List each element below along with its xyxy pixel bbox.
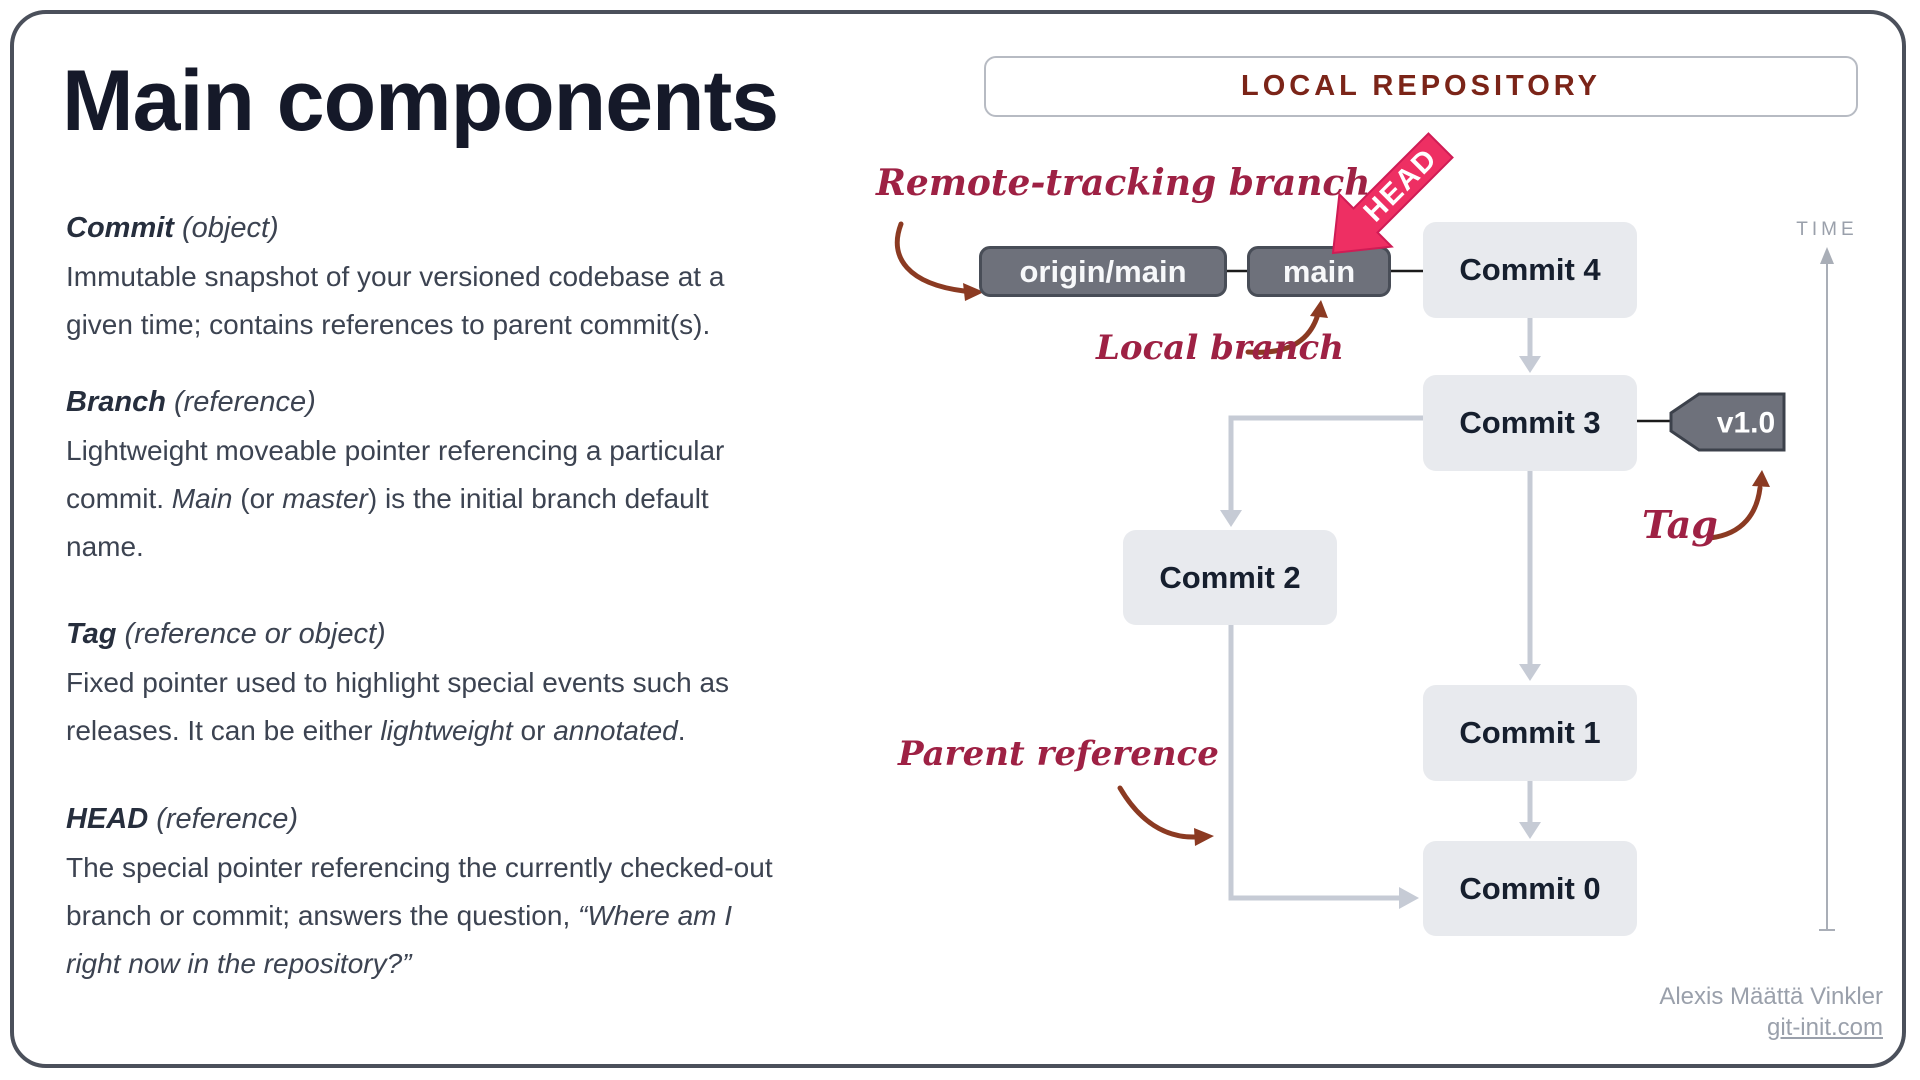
definition-body: Fixed pointer used to highlight special … <box>66 667 730 746</box>
remote-arrowhead <box>963 283 984 301</box>
definition-heading: Branch (reference) <box>66 384 926 420</box>
parent-reference-arrow <box>1117 785 1199 840</box>
parent-arrowhead <box>1194 828 1214 846</box>
definition-heading: HEAD (reference) <box>66 801 926 837</box>
definition-branch: Branch (reference) Lightweight moveable … <box>66 384 926 571</box>
definition-body: Immutable snapshot of your versioned cod… <box>66 261 725 340</box>
arrowhead-c0-left <box>1399 887 1419 909</box>
site-link[interactable]: git-init.com <box>1766 1014 1883 1041</box>
graph-arrowheads <box>1220 356 1541 909</box>
term-label: Commit <box>66 212 174 244</box>
arrowhead-c1 <box>1519 664 1541 681</box>
arrowhead-c0-top <box>1519 822 1541 839</box>
commit-3-label: Commit 3 <box>1459 405 1601 440</box>
definition-heading: Tag (reference or object) <box>66 616 926 652</box>
local-branch-annotation: Local branch <box>1096 328 1344 368</box>
time-axis <box>1819 247 1835 931</box>
definition-tag: Tag (reference or object) Fixed pointer … <box>66 616 926 755</box>
remote-branch-label: origin/main <box>1019 253 1187 289</box>
parent-reference-annotation: Parent reference <box>898 734 1219 774</box>
definition-commit: Commit (object) Immutable snapshot of yo… <box>66 210 926 349</box>
local-repository-label: LOCAL REPOSITORY <box>1241 70 1601 102</box>
definition-body: Lightweight moveable pointer referencing… <box>66 435 725 562</box>
arrowhead-c3 <box>1519 356 1541 373</box>
commit-0-label: Commit 0 <box>1459 870 1601 906</box>
tag-arrow <box>1707 485 1763 541</box>
definition-head: HEAD (reference) The special pointer ref… <box>66 801 926 988</box>
arrowhead-c2 <box>1220 510 1242 527</box>
term-kind: (reference or object) <box>124 618 386 650</box>
local-branch-arrow <box>1245 311 1321 355</box>
commit-4-label: Commit 4 <box>1459 252 1601 287</box>
term-label: HEAD <box>66 803 149 835</box>
term-kind: (object) <box>182 212 279 244</box>
term-label: Tag <box>66 618 117 650</box>
reference-connectors <box>1227 269 1673 423</box>
commit-4-box: Commit 4 <box>1423 222 1637 318</box>
tag-arrowhead <box>1752 470 1770 487</box>
commit-1-label: Commit 1 <box>1459 715 1601 750</box>
commit-0-box: Commit 0 <box>1423 841 1637 936</box>
edge-c3-c2 <box>1228 415 1423 511</box>
annotation-arrowheads <box>963 283 1770 846</box>
page-title: Main components <box>62 53 779 149</box>
term-kind: (reference) <box>156 803 299 835</box>
annotation-arrows <box>894 221 1763 840</box>
local-branch-label: main <box>1282 253 1356 289</box>
commit-1-box: Commit 1 <box>1423 685 1637 781</box>
local-repository-header: LOCAL REPOSITORY <box>984 56 1858 117</box>
commit-2-label: Commit 2 <box>1159 559 1301 595</box>
remote-tracking-branch-annotation: Remote-tracking branch <box>876 162 1371 204</box>
local-arrowhead <box>1310 300 1328 318</box>
local-branch-pill: main <box>1247 246 1391 297</box>
commit-2-box: Commit 2 <box>1123 530 1337 625</box>
commit-3-box: Commit 3 <box>1423 375 1637 471</box>
definition-heading: Commit (object) <box>66 210 926 246</box>
author-credit: Alexis Määttä Vinkler <box>1659 983 1883 1010</box>
edge-c2-c0 <box>1228 625 1400 901</box>
definition-body: The special pointer referencing the curr… <box>66 852 773 979</box>
term-label: Branch <box>66 386 166 418</box>
credits: Alexis Määttä Vinkler git-init.com <box>1659 981 1883 1043</box>
term-kind: (reference) <box>173 386 316 418</box>
remote-tracking-branch-pill: origin/main <box>979 246 1227 297</box>
time-axis-arrowhead <box>1820 247 1834 264</box>
time-axis-label: TIME <box>1796 219 1858 240</box>
tag-annotation: Tag <box>1642 502 1718 547</box>
remote-branch-arrow <box>894 221 967 294</box>
graph-edges <box>1228 318 1533 901</box>
